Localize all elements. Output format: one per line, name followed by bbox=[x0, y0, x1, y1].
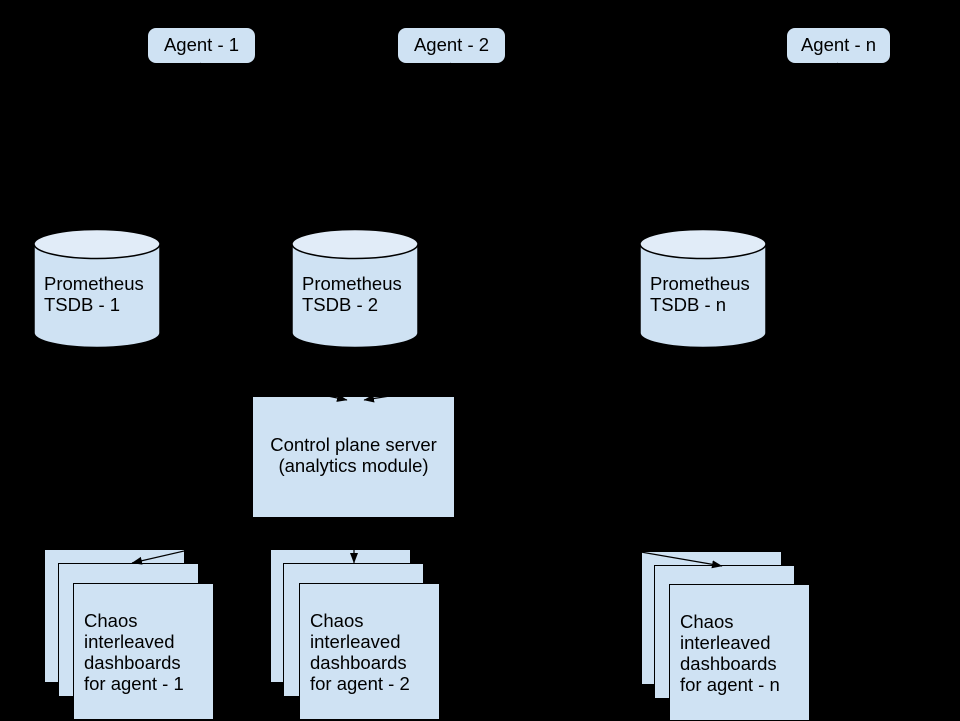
agent-n-label: Agent - n bbox=[800, 34, 877, 56]
agent-n-node: Agent - n bbox=[787, 28, 890, 63]
arrow-agent1-to-tsdb1 bbox=[96, 62, 202, 225]
arrow-tsdbn-to-control bbox=[363, 347, 704, 403]
tsdb-n-label: Prometheus TSDB - n bbox=[650, 273, 750, 315]
dashboards-agent-1-node: Chaos interleaved dashboards for agent -… bbox=[73, 583, 214, 720]
dashboards-agent-n-node: Chaos interleaved dashboards for agent -… bbox=[669, 584, 810, 721]
arrow-agentn-to-tsdbn bbox=[701, 62, 839, 225]
tsdb-1-label: Prometheus TSDB - 1 bbox=[44, 273, 144, 315]
agent-1-node: Agent - 1 bbox=[148, 28, 255, 63]
dashboards-agent-2-node: Chaos interleaved dashboards for agent -… bbox=[299, 583, 440, 720]
control-plane-label-line2: (analytics module) bbox=[278, 455, 429, 476]
dashboards-agent-n-label: Chaos interleaved dashboards for agent -… bbox=[680, 611, 780, 695]
agent-2-label: Agent - 2 bbox=[413, 34, 490, 56]
tsdb-2-label: Prometheus TSDB - 2 bbox=[302, 273, 402, 315]
arrow-tsdb1-to-control bbox=[96, 347, 348, 402]
dashboards-agent-2-label: Chaos interleaved dashboards for agent -… bbox=[310, 610, 410, 694]
prometheus-tsdb-1-node: Prometheus TSDB - 1 bbox=[33, 228, 161, 348]
arrow-tsdb2-to-control bbox=[350, 347, 359, 397]
control-plane-label-line1: Control plane server bbox=[270, 434, 437, 455]
prometheus-tsdb-n-node: Prometheus TSDB - n bbox=[639, 228, 767, 348]
control-plane-server-node: Control plane server (analytics module) bbox=[253, 397, 454, 517]
prometheus-tsdb-2-node: Prometheus TSDB - 2 bbox=[291, 228, 419, 348]
agent-2-node: Agent - 2 bbox=[398, 28, 505, 63]
database-cylinder-icon bbox=[33, 228, 161, 348]
dashboards-agent-1-label: Chaos interleaved dashboards for agent -… bbox=[84, 610, 184, 694]
arrow-agent2-to-tsdb2 bbox=[351, 62, 452, 225]
agent-1-label: Agent - 1 bbox=[163, 34, 240, 56]
database-cylinder-icon bbox=[291, 228, 419, 348]
